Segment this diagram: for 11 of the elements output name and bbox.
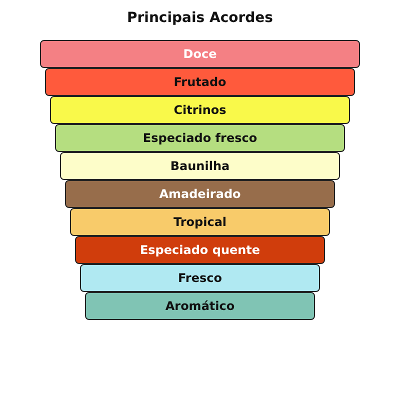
accord-band: Amadeirado [65,180,335,208]
accord-band: Baunilha [60,152,340,180]
accord-band: Frutado [45,68,355,96]
chart-title: Principais Acordes [126,10,273,26]
accord-band: Tropical [70,208,330,236]
accord-band: Especiado quente [75,236,325,264]
accord-band: Citrinos [50,96,350,124]
accord-band: Aromático [85,292,315,320]
accord-band: Especiado fresco [55,124,345,152]
accord-band: Doce [40,40,360,68]
accord-band: Fresco [80,264,320,292]
